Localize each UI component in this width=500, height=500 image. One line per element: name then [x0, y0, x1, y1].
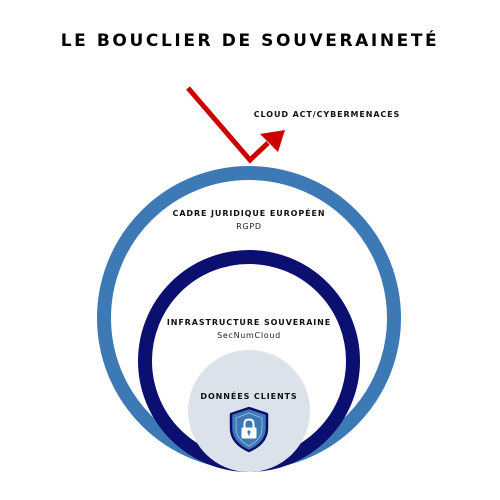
shield-lock-icon	[229, 406, 269, 453]
outer-ring-subtitle: RGPD	[236, 222, 262, 231]
middle-ring-title: INFRASTRUCTURE SOUVERAINE	[167, 318, 331, 327]
middle-ring-subtitle: SecNumCloud	[217, 331, 281, 340]
threat-label: CLOUD ACT/CYBERMENACES	[254, 110, 400, 119]
core-title: DONNÉES CLIENTS	[200, 390, 297, 401]
page-title: LE BOUCLIER DE SOUVERAINETÉ	[60, 31, 440, 51]
outer-ring-title: CADRE JURIDIQUE EUROPÉEN	[173, 207, 326, 218]
threat-arrow-icon	[186, 86, 285, 164]
